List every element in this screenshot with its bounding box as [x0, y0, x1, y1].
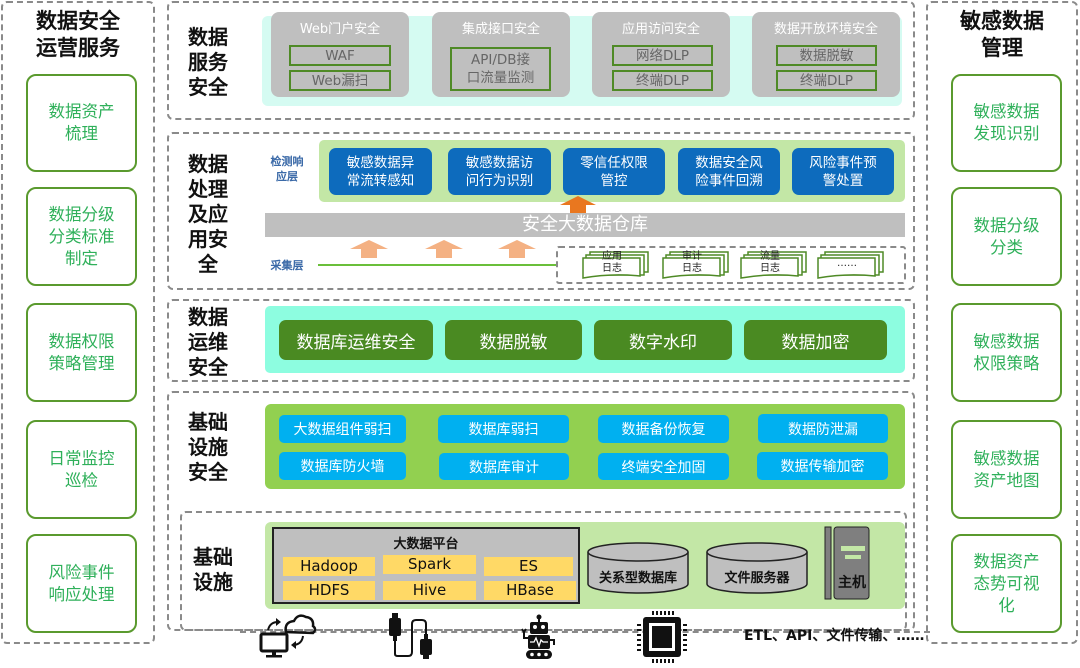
backup-recovery[interactable]: 数据备份恢复 [598, 415, 729, 443]
log-stack-icon [582, 251, 649, 279]
left-item-daily-monitoring[interactable]: 日常监控 巡检 [26, 420, 137, 519]
right-item-situation-visualization[interactable]: 数据资产 态势可视 化 [951, 534, 1062, 633]
detect-item-access-behavior[interactable]: 敏感数据访 问行为识别 [448, 148, 551, 195]
detect-item-risk-warning[interactable]: 风险事件预 警处置 [792, 148, 894, 195]
endpoint-hardening[interactable]: 终端安全加固 [598, 453, 729, 480]
hive-box[interactable]: Hive [383, 581, 476, 600]
open-env-title: 数据开放环境安全 [773, 22, 878, 37]
security-data-warehouse[interactable]: 安全大数据仓库 [265, 213, 905, 237]
file-server-label[interactable]: 文件服务器 [724, 571, 790, 586]
collect-line [318, 264, 556, 266]
platform-title: 大数据平台 [393, 537, 459, 552]
right-item-permission[interactable]: 敏感数据 权限策略 [951, 303, 1062, 402]
data-encryption[interactable]: 数据加密 [744, 320, 887, 360]
bigdata-component-scan[interactable]: 大数据组件弱扫 [279, 415, 406, 443]
more-logs-label: …… [837, 258, 857, 269]
infrastructure-label: 基础 设施 [193, 545, 233, 594]
left-item-permission-policy[interactable]: 数据权限 策略管理 [26, 303, 137, 402]
web-portal-security: Web门户安全 [271, 12, 409, 97]
spark-box[interactable]: Spark [383, 555, 476, 574]
integration-interface-security: 集成接口安全 [432, 12, 570, 97]
host-server-icon [824, 526, 870, 600]
hbase-box[interactable]: HBase [484, 581, 576, 600]
collect-layer-label: 采集层 [270, 259, 304, 272]
left-item-incident-response[interactable]: 风险事件 响应处理 [26, 534, 137, 633]
relational-db-label[interactable]: 关系型数据库 [598, 571, 677, 586]
log-stack-icon [740, 251, 807, 279]
hadoop-box[interactable]: Hadoop [283, 557, 375, 576]
right-item-asset-map[interactable]: 敏感数据 资产地图 [951, 420, 1062, 519]
left-item-classification-standard[interactable]: 数据分级 分类标准 制定 [26, 187, 137, 286]
robot-icon [521, 614, 555, 659]
detect-item-risk-traceback[interactable]: 数据安全风 险事件回溯 [678, 148, 780, 195]
cloud-sync-icon [259, 614, 317, 658]
host-label[interactable]: 主机 [838, 575, 866, 591]
data-leak-prevention[interactable]: 数据防泄漏 [758, 414, 888, 443]
data-processing-layer [167, 132, 915, 290]
db-vuln-scan[interactable]: 数据库弱扫 [438, 415, 569, 443]
right-panel-title: 敏感数据 管理 [960, 9, 1044, 60]
log-stack-icon [662, 251, 729, 279]
left-panel [1, 1, 155, 644]
detect-layer-label: 检测响 应层 [270, 155, 304, 183]
usb-cable-icon [389, 613, 432, 659]
arrow-up-dark-icon [560, 196, 596, 214]
right-item-classification[interactable]: 数据分级 分类 [951, 187, 1062, 286]
db-ops-security[interactable]: 数据库运维安全 [279, 320, 433, 360]
digital-watermark[interactable]: 数字水印 [594, 320, 732, 360]
traffic-log-label: 流量 日志 [760, 251, 780, 274]
detect-item-abnormal-flow[interactable]: 敏感数据异 常流转感知 [329, 148, 432, 195]
data-service-layer [167, 1, 915, 120]
waf-box[interactable]: WAF [289, 45, 391, 66]
left-panel-title: 数据安全 运营服务 [36, 9, 120, 60]
hdfs-box[interactable]: HDFS [283, 581, 375, 600]
left-item-asset-inventory[interactable]: 数据资产 梳理 [26, 74, 137, 172]
log-stack-icon [817, 251, 884, 279]
bottom-dash-line [240, 631, 930, 633]
app-log-label: 应用 日志 [602, 251, 622, 274]
data-masking[interactable]: 数据脱敏 [445, 320, 582, 360]
data-ops-label: 数据 运维 安全 [188, 305, 228, 379]
database-cylinder-icon [587, 542, 689, 594]
endpoint-dlp-box[interactable]: 终端DLP [612, 70, 713, 91]
transmission-encryption[interactable]: 数据传输加密 [757, 452, 888, 480]
data-processing-label: 数据 处理 及应 用安 全 [188, 152, 228, 276]
network-dlp-box[interactable]: 网络DLP [612, 45, 713, 66]
web-scan-box[interactable]: Web漏扫 [289, 70, 391, 91]
arrow-up-icon [425, 240, 463, 258]
es-box[interactable]: ES [484, 557, 573, 576]
api-db-monitor-box[interactable]: API/DB接 口流量监测 [450, 47, 551, 91]
chip-icon [637, 611, 687, 663]
arrow-up-icon [350, 240, 388, 258]
log-sources-box [556, 246, 906, 284]
endpoint-dlp-box-2[interactable]: 终端DLP [776, 70, 877, 91]
audit-log-label: 审计 日志 [682, 251, 702, 274]
right-panel [926, 1, 1078, 644]
detect-item-zero-trust[interactable]: 零信任权限 管控 [563, 148, 665, 195]
db-firewall[interactable]: 数据库防火墙 [279, 452, 406, 480]
app-access-title: 应用访问安全 [621, 22, 700, 37]
data-masking-box[interactable]: 数据脱敏 [776, 45, 877, 66]
web-portal-title: Web门户安全 [299, 22, 381, 37]
transfer-methods-text: ETL、API、文件传输、…… [744, 628, 925, 644]
right-item-discovery[interactable]: 敏感数据 发现识别 [951, 74, 1062, 172]
infra-security-label: 基础 设施 安全 [188, 410, 228, 484]
integration-interface-title: 集成接口安全 [461, 22, 540, 37]
arrow-up-icon [498, 240, 536, 258]
file-server-cylinder-icon [706, 542, 808, 594]
app-access-security: 应用访问安全 [592, 12, 730, 97]
db-audit[interactable]: 数据库审计 [439, 453, 569, 480]
data-service-label: 数据 服务 安全 [188, 25, 228, 99]
data-ops-layer [167, 299, 915, 382]
